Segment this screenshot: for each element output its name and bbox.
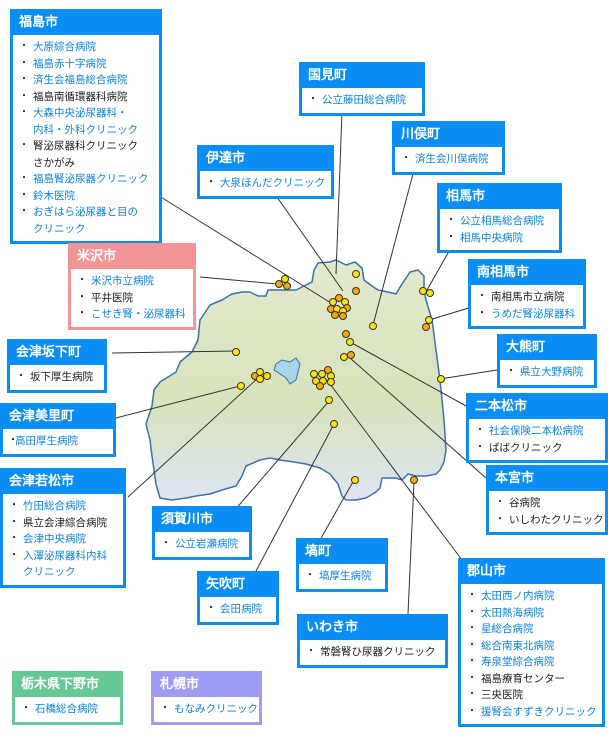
hospital-item: ・坂下厚生病院 [16,371,93,383]
region-box-minamisoma: 南相馬市 ・南相馬市立病院 ・うめだ腎泌尿器科 [468,259,586,329]
hospital-item: ・腎泌尿器科クリニックさかがみ [19,140,138,169]
hospital-item[interactable]: ・星総合病院 [467,623,534,635]
region-title: 川俣町 [395,124,502,147]
region-title: いわき市 [300,617,445,640]
connector-lines [111,111,498,615]
region-box-kunimi: 国見町 ・公立藤田総合病院 [299,62,425,116]
region-title: 塙町 [299,541,385,564]
region-title: 栃木県下野市 [15,674,120,697]
region-title: 会津坂下町 [10,342,104,365]
hospital-item[interactable]: ・相馬中央病院 [446,231,523,244]
hospital-item: ・県立会津綜合病院 [9,516,107,529]
hospital-item[interactable]: ・県立大野病院 [506,366,583,378]
region-title: 南相馬市 [471,262,583,285]
region-title: 福島市 [13,12,159,35]
hospital-item[interactable]: ・大原綜合病院 [19,41,96,53]
hospital-item[interactable]: ・大森中央泌尿器科・内科・外科クリニック [19,107,138,136]
region-box-iwaki: いわき市 ・常磐腎ひ尿器クリニック [297,614,448,668]
region-box-hanawa: 塙町 ・塙厚生病院 [296,538,388,592]
region-title: 須賀川市 [155,509,249,532]
lake-inawashiro [273,357,301,385]
region-box-aizuwakamatsu: 会津若松市 ・竹田総合病院 ・県立会津綜合病院 ・会津中央病院 ・入澤泌尿器科内… [0,468,126,588]
hospital-item[interactable]: ・太田西ノ内病院 [467,590,555,602]
region-box-kawamata: 川俣町 ・済生会川俣病院 [392,121,505,175]
hospital-item: ・ばばクリニック [475,441,563,454]
region-title: 伊達市 [200,148,331,171]
region-title: 郡山市 [461,561,602,584]
hospital-item[interactable]: ・公立相馬総合病院 [446,215,544,227]
hospital-item[interactable]: ・福島腎泌尿器クリニック [19,173,149,185]
hospital-item: ・福島療育センター [467,672,565,685]
hospital-item[interactable]: ・米沢市立病院 [77,275,154,287]
hospital-item[interactable]: ・高田厚生病院 [8,435,78,447]
region-title: 本宮市 [489,468,605,491]
region-box-okuma: 大熊町 ・県立大野病院 [497,334,597,388]
hospital-item[interactable]: ・社会保険二本松病院 [475,425,584,437]
hospital-item[interactable]: ・太田熱海病院 [467,606,544,619]
hospital-item[interactable]: ・鈴木医院 [19,189,75,202]
region-box-nihonmatsu: 二本松市 ・社会保険二本松病院 ・ばばクリニック [466,393,608,463]
region-title: 大熊町 [500,337,594,360]
hospital-item[interactable]: ・大泉ほんだクリニック [206,177,325,189]
hospital-item[interactable]: ・竹田総合病院 [9,500,86,512]
region-box-sukagawa: 須賀川市 ・公立岩瀬病院 [152,506,252,560]
region-title: 相馬市 [440,186,559,209]
region-title: 米沢市 [71,246,193,269]
hospital-item[interactable]: ・もなみクリニック [160,703,258,715]
hospital-item[interactable]: ・援腎会すずきクリニック [467,705,597,718]
hospital-item: ・南相馬市立病院 [477,291,565,303]
hospital-item[interactable]: ・こせき腎・泌尿器科 [77,308,186,320]
hospital-item[interactable]: ・塙厚生病院 [305,570,372,582]
hospital-item: ・いしわたクリニック [495,513,604,526]
hospital-item[interactable]: ・会田病院 [206,603,262,615]
region-box-motomiya: 本宮市 ・谷病院 ・いしわたクリニック [486,465,608,535]
region-box-yonezawa: 米沢市 ・米沢市立病院 ・平井医院 ・こせき腎・泌尿器科 [68,243,196,330]
hospital-item[interactable]: ・寿泉堂綜合病院 [467,656,555,668]
region-title: 二本松市 [469,396,605,419]
hospital-item[interactable]: ・公立岩瀬病院 [161,538,238,550]
hospital-item[interactable]: ・入澤泌尿器科内科クリニック [9,549,107,579]
hospital-item: ・平井医院 [77,291,133,304]
region-box-fukushima: 福島市 ・大原綜合病院 ・福島赤十字病院 ・済生会福島総合病院 ・福島南循環器科… [10,9,162,244]
region-box-aizumisato: 会津美里町 ・高田厚生病院 [0,403,116,457]
region-box-yabuki: 矢吹町 ・会田病院 [197,571,279,625]
hospital-item[interactable]: ・済生会川俣病院 [401,153,489,165]
region-title: 国見町 [302,65,422,88]
hospital-item[interactable]: ・公立藤田総合病院 [308,94,406,106]
hospital-item[interactable]: ・石橋総合病院 [21,703,98,715]
region-title: 会津若松市 [3,471,123,494]
hospital-item[interactable]: ・総合南東北病院 [467,639,555,652]
hospital-item[interactable]: ・おぎはら泌尿器と目のクリニック [19,206,138,235]
hospital-item: ・常磐腎ひ尿器クリニック [306,646,436,658]
region-box-sapporo: 札幌市 ・もなみクリニック [151,671,262,725]
region-box-shimotsuke: 栃木県下野市 ・石橋総合病院 [12,671,123,725]
hospital-item[interactable]: ・福島赤十字病院 [19,57,107,70]
hospital-item: ・三央医院 [467,689,523,701]
region-title: 会津美里町 [3,406,113,429]
region-box-aizubange: 会津坂下町 ・坂下厚生病院 [7,339,107,393]
hospital-item[interactable]: ・うめだ腎泌尿器科 [477,307,575,320]
hospital-item: ・福島南循環器科病院 [19,90,128,103]
region-box-koriyama: 郡山市 ・太田西ノ内病院 ・太田熱海病院 ・星総合病院 ・総合南東北病院 ・寿泉… [458,558,605,727]
region-title: 矢吹町 [200,574,276,597]
hospital-item[interactable]: ・済生会福島総合病院 [19,74,128,86]
hospital-item[interactable]: ・会津中央病院 [9,533,86,545]
region-box-soma: 相馬市 ・公立相馬総合病院 ・相馬中央病院 [437,183,562,253]
region-box-date: 伊達市 ・大泉ほんだクリニック [197,145,334,199]
hospital-markers [232,270,445,484]
region-title: 札幌市 [154,674,259,697]
hospital-item: ・谷病院 [495,497,541,509]
